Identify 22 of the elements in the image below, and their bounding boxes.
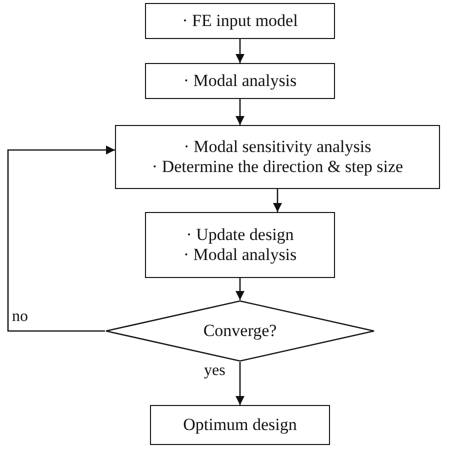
- node-text: · Update design: [186, 224, 294, 245]
- decision-diamond: [105, 300, 375, 362]
- arrow: [236, 278, 244, 300]
- process-box: [150, 405, 330, 445]
- process-box: [145, 63, 335, 99]
- process-box: [145, 212, 335, 278]
- arrow: [236, 99, 244, 125]
- node-text: · Modal analysis: [183, 70, 297, 92]
- arrow: [236, 39, 244, 63]
- edge-label: yes: [204, 362, 226, 380]
- arrow: [273, 189, 282, 212]
- edge-label: no: [12, 308, 28, 326]
- node-text: Optimum design: [183, 414, 297, 436]
- arrow: [236, 362, 244, 405]
- process-box: [115, 125, 440, 189]
- node-text: · Determine the direction & step size: [152, 157, 404, 178]
- node-text: · Modal analysis: [183, 245, 297, 266]
- arrow: [7, 146, 115, 332]
- node-text: · FE input model: [182, 10, 298, 32]
- node-text: Converge?: [203, 320, 277, 342]
- process-box: [145, 3, 335, 39]
- node-text: · Modal sensitivity analysis: [184, 136, 372, 157]
